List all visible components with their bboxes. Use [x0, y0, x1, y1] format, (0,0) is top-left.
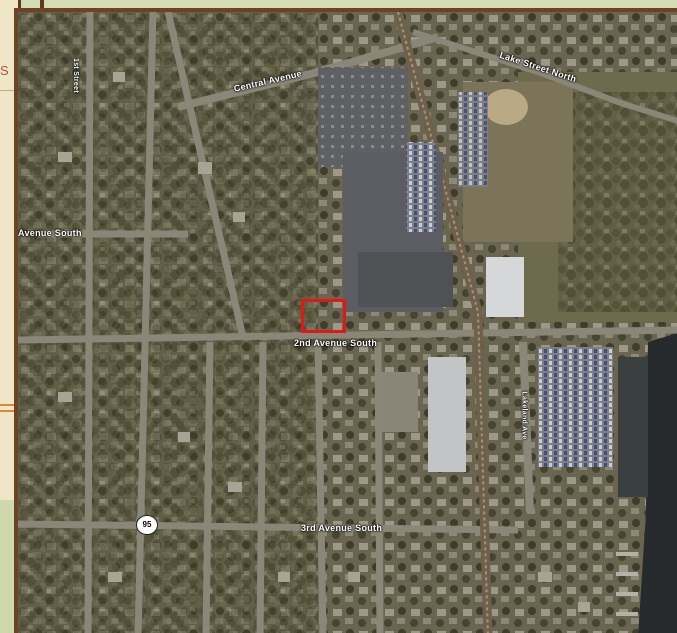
aerial-map-window[interactable]: Central Avenue Lake Street North Avenue …	[14, 8, 677, 633]
road-label-vertical-street-west: 1st Street	[71, 58, 79, 93]
road-label-3rd-avenue-south: 3rd Avenue South	[301, 523, 383, 533]
background-top-accent	[40, 0, 44, 10]
aerial-map-image	[18, 12, 677, 633]
road-label-avenue-south: Avenue South	[18, 228, 82, 238]
road-label-vertical-street-east: Lakeland Ave	[520, 391, 528, 440]
route-95-shield-icon: 95	[136, 515, 158, 535]
road-label-2nd-avenue-south: 2nd Avenue South	[294, 338, 378, 348]
highlighted-property-marker[interactable]	[301, 299, 346, 333]
background-lower-strip	[0, 500, 18, 633]
background-accent-rule	[0, 404, 18, 406]
background-divider	[0, 90, 18, 91]
background-panel-glyph: S	[0, 63, 9, 78]
background-accent-rule	[0, 410, 18, 412]
